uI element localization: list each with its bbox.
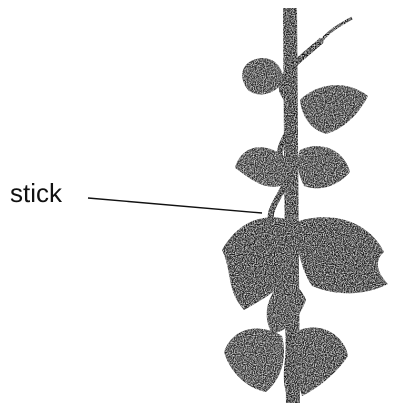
leaf-upper-left: [235, 147, 288, 187]
leaf-upper-right: [300, 85, 368, 134]
top-tendril: [322, 18, 352, 40]
stick-label: stick: [10, 178, 62, 209]
leaf-top: [242, 58, 284, 95]
leaf-large-right: [296, 217, 388, 293]
leaf-bottom-left: [224, 329, 284, 392]
label-pointer-line: [88, 198, 262, 213]
leaf-mid-right: [298, 146, 350, 188]
leaf-bottom-right: [296, 328, 348, 396]
